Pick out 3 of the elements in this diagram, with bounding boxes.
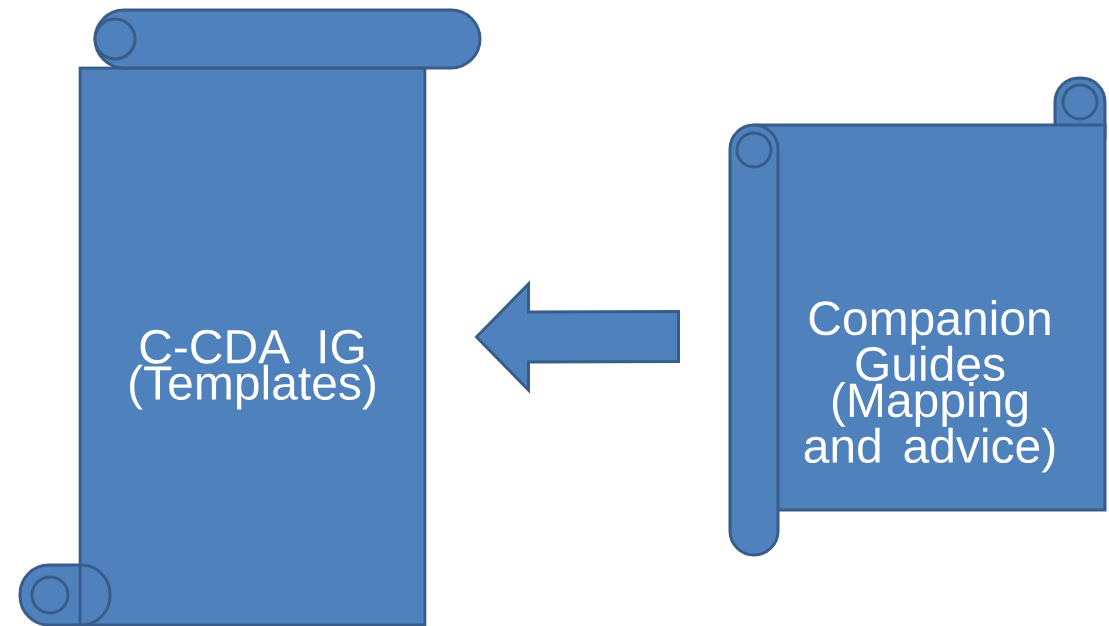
scroll-drawing: Companion Guides (Mapping and advice) [728, 76, 1107, 557]
scroll-drawing: C-CDA IG (Templates) [18, 8, 482, 626]
block-arrow [474, 280, 680, 394]
